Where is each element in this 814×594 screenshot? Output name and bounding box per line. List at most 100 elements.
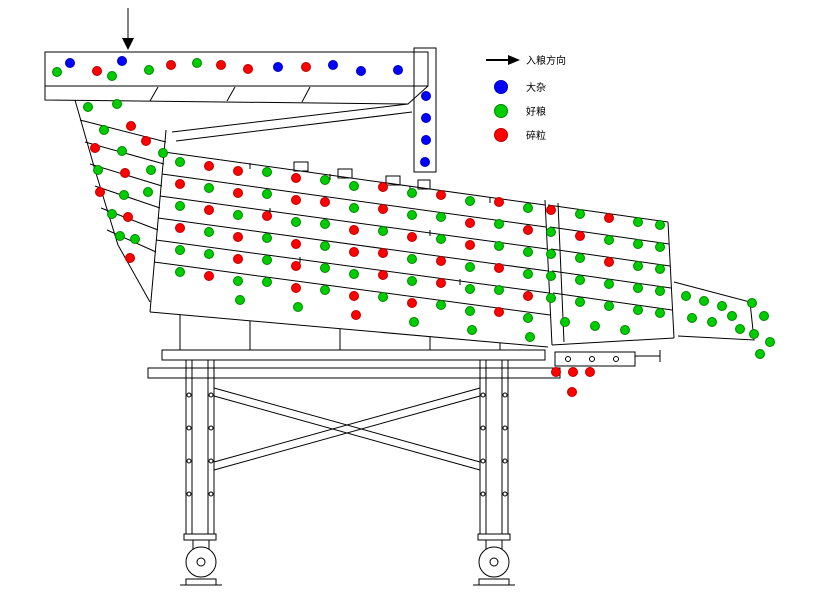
grain-dot [291, 261, 301, 271]
grain-dot [117, 56, 127, 66]
grain-dot [262, 189, 272, 199]
bolt-hole [480, 458, 486, 464]
grain-dot [407, 254, 417, 264]
left-leg [183, 359, 217, 541]
grain-dot [765, 337, 775, 347]
grain-dot [235, 295, 245, 305]
grain-dot [204, 183, 214, 193]
mount-body [554, 351, 636, 367]
legend-item-large-impurity: 大杂 [494, 80, 546, 94]
inlet-column [413, 47, 437, 173]
grain-dot [727, 311, 737, 321]
bolt-hole [186, 491, 192, 497]
grain-dot [378, 204, 388, 214]
grain-dot [465, 240, 475, 250]
bolt [613, 356, 619, 362]
grain-dot [349, 181, 359, 191]
grain-dot [293, 302, 303, 312]
wheel-pad [478, 578, 510, 586]
grain-dot [523, 247, 533, 257]
inlet-tray [44, 51, 429, 105]
grain-dot [465, 306, 475, 316]
grain-dot [175, 267, 185, 277]
grain-dot [407, 276, 417, 286]
grain-dot [158, 148, 168, 158]
bolt [565, 356, 571, 362]
grain-dot [291, 239, 301, 249]
grain-dot [546, 205, 556, 215]
grain-dot [494, 285, 504, 295]
grain-dot [568, 367, 578, 377]
grain-dot [356, 66, 366, 76]
grain-dot [465, 218, 475, 228]
grain-dot [291, 217, 301, 227]
grain-dot [717, 301, 727, 311]
grain-dot [575, 297, 585, 307]
grain-dot [421, 91, 431, 101]
grain-dot [95, 187, 105, 197]
grain-dot [175, 201, 185, 211]
grain-dot [107, 71, 117, 81]
grain-dot [655, 220, 665, 230]
bolt-hole [502, 425, 508, 431]
grain-dot [436, 278, 446, 288]
chute-outline [673, 281, 755, 341]
grain-dot [467, 325, 477, 335]
grain-dot [175, 245, 185, 255]
bolt-hole [480, 491, 486, 497]
legend-label-large-impurity: 大杂 [526, 81, 546, 94]
back-strip [171, 103, 431, 190]
grain-dot [523, 291, 533, 301]
grain-dot [216, 60, 226, 70]
grain-dot [421, 135, 431, 145]
grain-dot [112, 99, 122, 109]
grain-dot [204, 205, 214, 215]
bolt-hole [208, 392, 214, 398]
grain-dot [604, 279, 614, 289]
support-frame [147, 315, 561, 471]
grain-dot [125, 253, 135, 263]
legend-label-good-grain: 好粮 [526, 105, 546, 118]
grain-dot [262, 255, 272, 265]
grain-dot [633, 261, 643, 271]
bolt-hole [502, 458, 508, 464]
grain-dot [351, 310, 361, 320]
grain-dot [349, 269, 359, 279]
grain-dot [620, 325, 630, 335]
grain-dot [604, 235, 614, 245]
grain-dot [393, 65, 403, 75]
grain-dot [262, 167, 272, 177]
column-body [413, 47, 437, 173]
left-leg-flanges [191, 360, 209, 534]
grain-dot [687, 313, 697, 323]
grain-dot [204, 249, 214, 259]
extension-bottom [551, 337, 675, 346]
grain-dot [523, 203, 533, 213]
grain-dot [117, 146, 127, 156]
grain-dot [585, 367, 595, 377]
grain-dot [494, 307, 504, 317]
back-strip-lines [171, 103, 413, 142]
grain-dot [546, 293, 556, 303]
grain-dot [291, 283, 301, 293]
screen-decks [153, 151, 551, 316]
grain-dot [262, 277, 272, 287]
inlet-cascade [74, 99, 167, 303]
grain-dot [320, 219, 330, 229]
grain-dot [407, 232, 417, 242]
deck-bracket [337, 168, 353, 179]
grain-dot [604, 257, 614, 267]
bolt-hole [502, 392, 508, 398]
grain-dot [407, 298, 417, 308]
upper-rail [161, 349, 546, 361]
grain-dot [546, 271, 556, 281]
deck-bracket [417, 179, 431, 190]
lower-rail [147, 367, 561, 379]
grain-dot [320, 197, 330, 207]
grain-dot [233, 276, 243, 286]
grain-dot [291, 173, 301, 183]
grain-dot [83, 102, 93, 112]
box-left-edge [149, 129, 167, 313]
arrow-head [122, 38, 134, 50]
grain-dot [567, 387, 577, 397]
